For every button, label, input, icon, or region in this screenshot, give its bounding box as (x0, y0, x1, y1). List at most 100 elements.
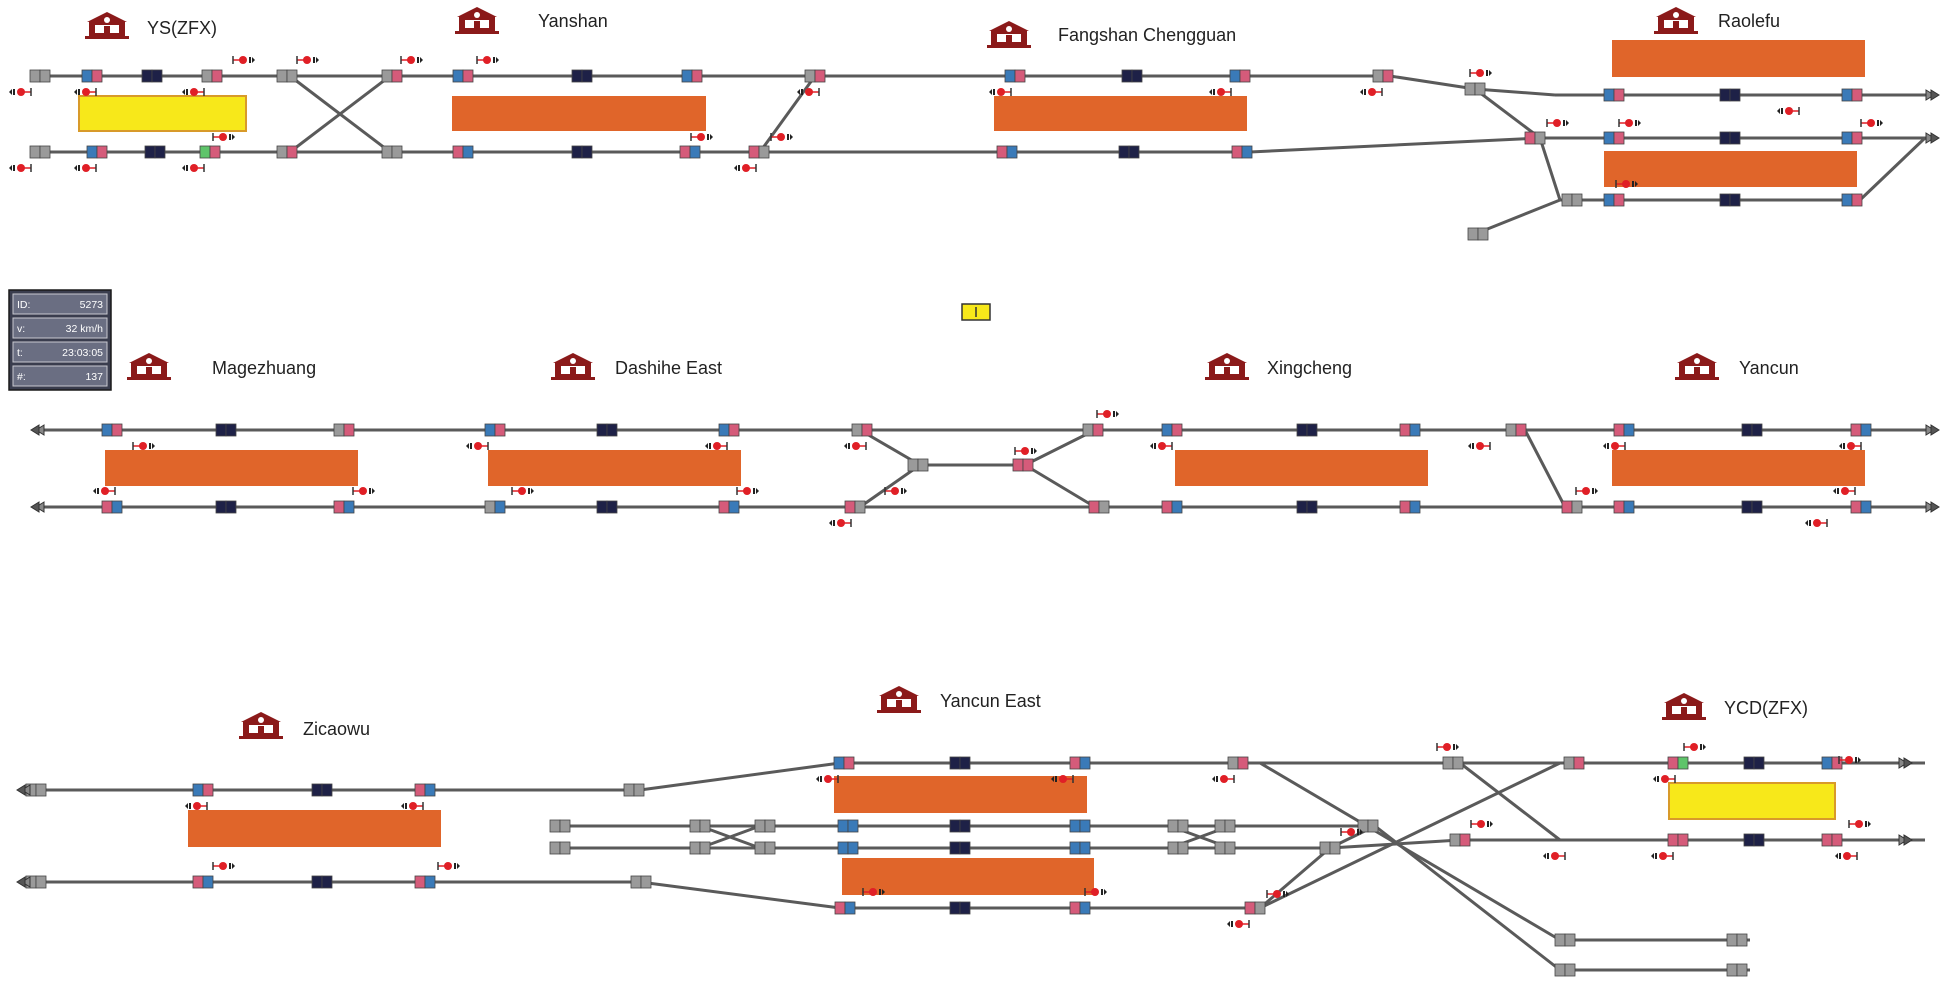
track-block[interactable] (1118, 145, 1130, 159)
track-block[interactable] (559, 819, 571, 833)
station-yancun-east[interactable]: Yancun East (877, 686, 1041, 713)
track-block[interactable] (1753, 833, 1765, 847)
track-block[interactable] (29, 69, 41, 83)
track-block[interactable] (1563, 756, 1575, 770)
track-block[interactable] (311, 875, 323, 889)
track-block[interactable] (689, 841, 701, 855)
track-block[interactable] (1821, 833, 1833, 847)
track-block[interactable] (843, 756, 855, 770)
track-block[interactable] (1554, 963, 1566, 977)
track-block[interactable] (452, 145, 464, 159)
track-block[interactable] (1069, 756, 1081, 770)
track-block[interactable] (1131, 69, 1143, 83)
track-block[interactable] (1092, 423, 1104, 437)
signal-icon[interactable] (400, 55, 424, 65)
track-block[interactable] (549, 841, 561, 855)
signal-icon[interactable] (1776, 106, 1800, 116)
signal-icon[interactable] (843, 441, 867, 451)
track-block[interactable] (424, 783, 436, 797)
track-block[interactable] (1372, 69, 1384, 83)
track-block[interactable] (679, 145, 691, 159)
track-block[interactable] (381, 69, 393, 83)
track-block[interactable] (1467, 227, 1479, 241)
track-block[interactable] (623, 783, 635, 797)
track-block[interactable] (1753, 756, 1765, 770)
signal-icon[interactable] (988, 87, 1012, 97)
station-yanshan[interactable]: Yanshan (455, 7, 608, 34)
track-block[interactable] (333, 500, 345, 514)
track-block[interactable] (462, 145, 474, 159)
track-block[interactable] (1667, 756, 1679, 770)
track-block[interactable] (689, 145, 701, 159)
track-block[interactable] (1515, 423, 1527, 437)
track-block[interactable] (1751, 423, 1763, 437)
track-block[interactable] (391, 69, 403, 83)
track-block[interactable] (1459, 833, 1471, 847)
track-block[interactable] (728, 423, 740, 437)
track-block[interactable] (1244, 901, 1256, 915)
track-block[interactable] (494, 423, 506, 437)
track-block[interactable] (1561, 193, 1573, 207)
signal-icon[interactable] (73, 163, 97, 173)
track-block[interactable] (596, 423, 608, 437)
track-block[interactable] (202, 875, 214, 889)
track-block[interactable] (86, 145, 98, 159)
track-block[interactable] (1239, 69, 1251, 83)
track-block[interactable] (1603, 131, 1615, 145)
track-block[interactable] (1171, 500, 1183, 514)
train-marker[interactable] (961, 303, 991, 321)
track-block[interactable] (1850, 423, 1862, 437)
track-block[interactable] (1177, 819, 1189, 833)
track-block[interactable] (847, 841, 859, 855)
track-block[interactable] (1442, 756, 1454, 770)
track-block[interactable] (1319, 841, 1331, 855)
track-block[interactable] (1357, 819, 1369, 833)
track-block[interactable] (1177, 841, 1189, 855)
track-block[interactable] (748, 145, 760, 159)
track-block[interactable] (424, 875, 436, 889)
track-block[interactable] (1831, 833, 1843, 847)
track-block[interactable] (596, 500, 608, 514)
track-block[interactable] (141, 69, 153, 83)
track-block[interactable] (201, 69, 213, 83)
signal-icon[interactable] (8, 87, 32, 97)
track-block[interactable] (1229, 69, 1241, 83)
track-block[interactable] (209, 145, 221, 159)
track-block[interactable] (101, 423, 113, 437)
track-block[interactable] (1677, 756, 1689, 770)
track-block[interactable] (144, 145, 156, 159)
track-block[interactable] (1161, 423, 1173, 437)
track-block[interactable] (1623, 500, 1635, 514)
track-block[interactable] (699, 819, 711, 833)
track-block[interactable] (381, 145, 393, 159)
signal-icon[interactable] (232, 55, 256, 65)
track-block[interactable] (96, 145, 108, 159)
track-block[interactable] (959, 819, 971, 833)
track-block[interactable] (39, 145, 51, 159)
track-block[interactable] (1719, 88, 1731, 102)
track-block[interactable] (192, 875, 204, 889)
track-block[interactable] (215, 423, 227, 437)
track-block[interactable] (154, 145, 166, 159)
track-block[interactable] (1296, 423, 1308, 437)
track-block[interactable] (452, 69, 464, 83)
track-block[interactable] (754, 819, 766, 833)
station-zicaowu[interactable]: Zicaowu (239, 712, 370, 739)
track-block[interactable] (1167, 841, 1179, 855)
track-block[interactable] (1128, 145, 1140, 159)
track-block[interactable] (833, 756, 845, 770)
track-block[interactable] (1736, 963, 1748, 977)
track-block[interactable] (1098, 500, 1110, 514)
track-block[interactable] (1012, 458, 1024, 472)
track-block[interactable] (1677, 833, 1689, 847)
track-block[interactable] (1399, 500, 1411, 514)
track-block[interactable] (1477, 227, 1489, 241)
track-block[interactable] (1751, 500, 1763, 514)
track-block[interactable] (414, 783, 426, 797)
signal-icon[interactable] (1838, 441, 1862, 451)
track-block[interactable] (1161, 500, 1173, 514)
track-block[interactable] (1464, 82, 1476, 96)
signal-icon[interactable] (1575, 486, 1599, 496)
track-block[interactable] (1214, 841, 1226, 855)
track-block[interactable] (1534, 131, 1546, 145)
